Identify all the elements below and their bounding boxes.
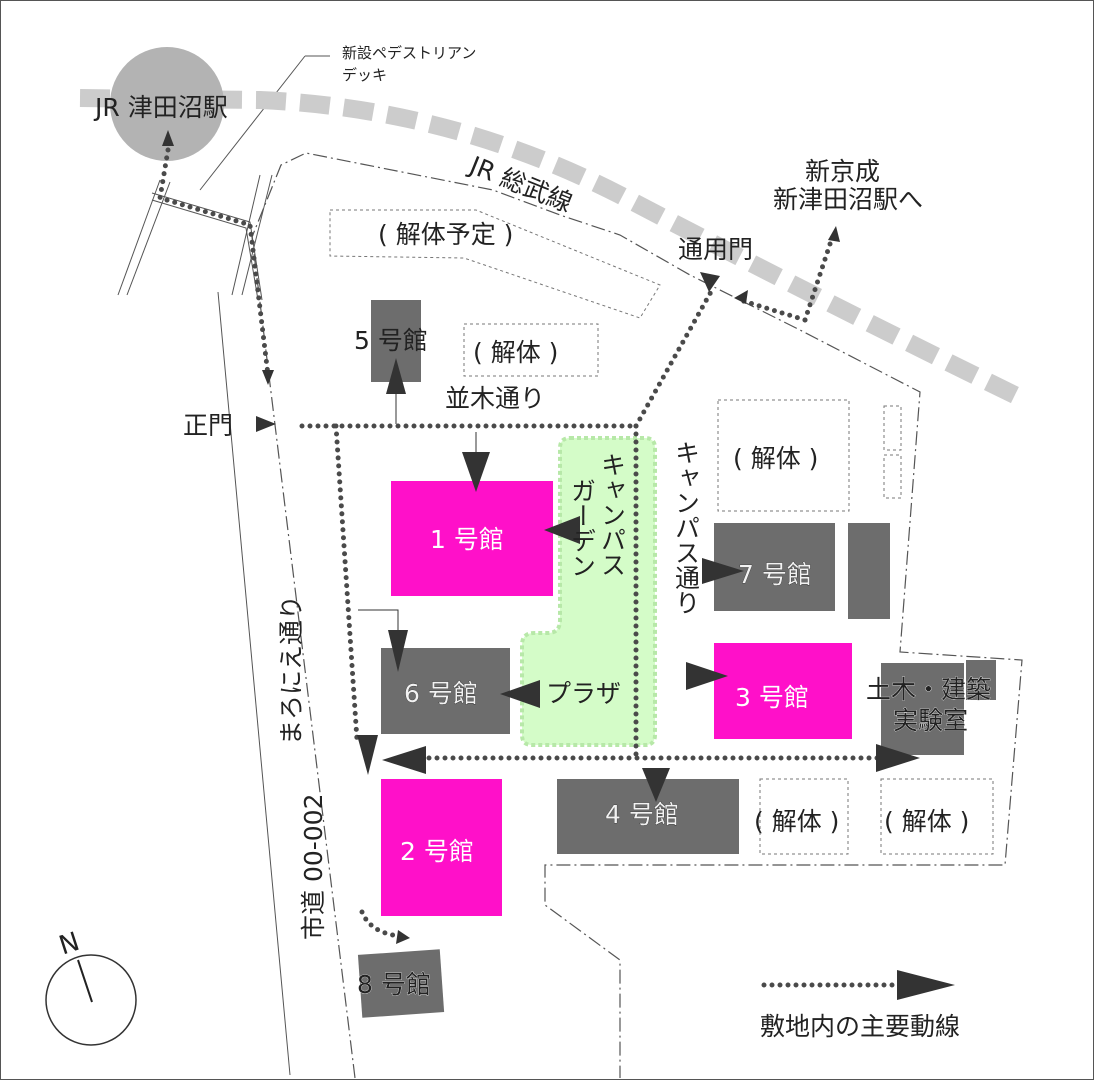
building-1-label: 1 号館 [430, 525, 504, 554]
building-7-annex [848, 523, 890, 619]
legend-route-label: 敷地内の主要動線 [760, 1012, 960, 1041]
building-5-label: 5 号館 [354, 326, 428, 355]
garden-label-1: キャンパス [598, 452, 627, 577]
main-gate-label: 正門 [183, 411, 233, 440]
building-2 [381, 779, 502, 916]
service-gate-label: 通用門 [678, 235, 753, 264]
lab-label-line1: 土木・建築 [866, 675, 991, 704]
demolition-label-4: ( 解体 ) [884, 807, 969, 836]
building-6-label: 6 号館 [404, 679, 478, 708]
deck-note-line1: 新設ペデストリアン [342, 44, 476, 62]
plaza-label: プラザ [546, 679, 621, 708]
civil-architecture-lab [881, 663, 964, 755]
shinkeisei-line2: 新津田沼駅へ [773, 185, 923, 214]
building-1 [391, 481, 553, 596]
building-7 [714, 523, 835, 611]
building-3-label: 3 号館 [735, 683, 809, 712]
demolition-area-2 [717, 399, 850, 512]
building-4-label: 4 号館 [605, 800, 679, 829]
city-road-name-label: まろにえ通り [277, 595, 306, 745]
demolition-label-2: ( 解体 ) [733, 444, 818, 473]
demolition-area-4 [880, 778, 994, 855]
campus-street-label: キャンパス通り [672, 440, 701, 615]
demolition-planned-area [329, 209, 661, 319]
main-routes [157, 147, 883, 939]
building-2-label: 2 号館 [400, 837, 474, 866]
building-6 [381, 648, 510, 734]
building-8 [357, 949, 445, 1018]
shinkeisei-line1: 新京成 [805, 157, 880, 186]
site-boundary [251, 152, 1023, 1079]
building-7-label: 7 号館 [738, 560, 812, 589]
namiki-street-label: 並木通り [445, 384, 545, 413]
route-arrows [162, 130, 920, 944]
jr-sobu-line [79, 89, 1029, 409]
jr-tsudanuma-station [110, 47, 224, 161]
demolition-area-3 [759, 778, 849, 855]
legend: 敷地内の主要動線 [760, 970, 960, 1041]
demolition-area-1 [463, 323, 599, 377]
north-needle-icon [77, 959, 93, 1003]
deck-note-line2: デッキ [342, 66, 387, 84]
lab-annex [966, 660, 996, 700]
building-8-label: 8 号館 [357, 970, 431, 999]
legend-arrow-icon [897, 970, 955, 1000]
small-plot-a [883, 405, 902, 451]
building-3 [714, 643, 852, 739]
garden-label-2: ガーデン [568, 478, 597, 578]
small-plot-b [883, 454, 902, 499]
lab-label-line2: 実験室 [893, 706, 968, 735]
demolition-label-1: ( 解体 ) [473, 338, 558, 367]
city-road-label: 市道 00-002 [299, 794, 328, 941]
demolition-label-3: ( 解体 ) [754, 807, 839, 836]
building-4 [557, 779, 739, 854]
station-label: JR 津田沼駅 [93, 93, 228, 122]
campus-garden [520, 436, 657, 747]
demolition-planned-label: ( 解体予定 ) [378, 220, 513, 249]
